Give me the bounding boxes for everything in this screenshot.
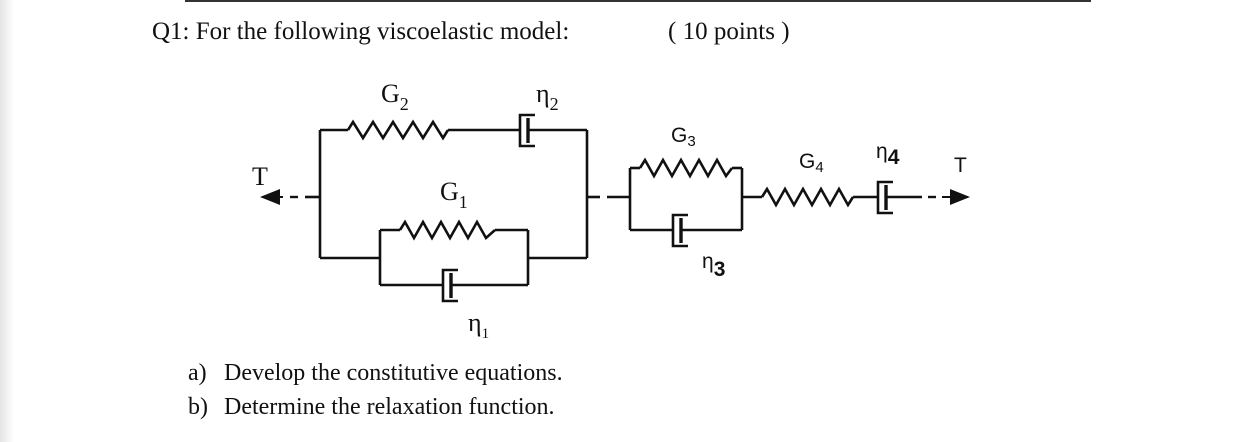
- g2-label: G2: [381, 79, 409, 114]
- eta2-label: η2: [536, 79, 559, 114]
- right-force-label: T: [954, 154, 967, 177]
- question-title: Q1: For the following viscoelastic model…: [152, 18, 570, 45]
- left-force-label: T: [252, 162, 268, 191]
- task-b-text: Determine the relaxation function.: [224, 394, 555, 420]
- g3-label: G3: [671, 124, 696, 150]
- task-b-marker: b): [188, 394, 208, 420]
- g3-spring: [638, 157, 734, 179]
- g4-label: G4: [799, 150, 824, 176]
- g1-label: G1: [440, 177, 468, 212]
- task-a: a) Develop the constitutive equations.: [188, 360, 563, 387]
- task-a-text: Develop the constitutive equations.: [224, 360, 563, 386]
- eta3-label: η3: [702, 250, 725, 281]
- task-a-marker: a): [188, 360, 207, 386]
- top-rule: [185, 0, 1091, 2]
- eta4-label: η4: [876, 140, 900, 169]
- eta3-dashpot-cylinder: [671, 213, 688, 248]
- page-edge-shadow: [0, 0, 14, 442]
- task-b: b) Determine the relaxation function.: [188, 394, 555, 421]
- eta1-label: η1: [468, 308, 489, 342]
- question-points: ( 10 points ): [668, 18, 790, 45]
- eta2-dashpot-cylinder: [518, 113, 535, 148]
- g2-spring: [346, 119, 450, 141]
- g4-spring: [760, 186, 855, 208]
- eta1-dashpot-cylinder: [441, 268, 458, 303]
- g1-spring: [398, 219, 496, 241]
- eta4-dashpot-cylinder: [876, 180, 893, 215]
